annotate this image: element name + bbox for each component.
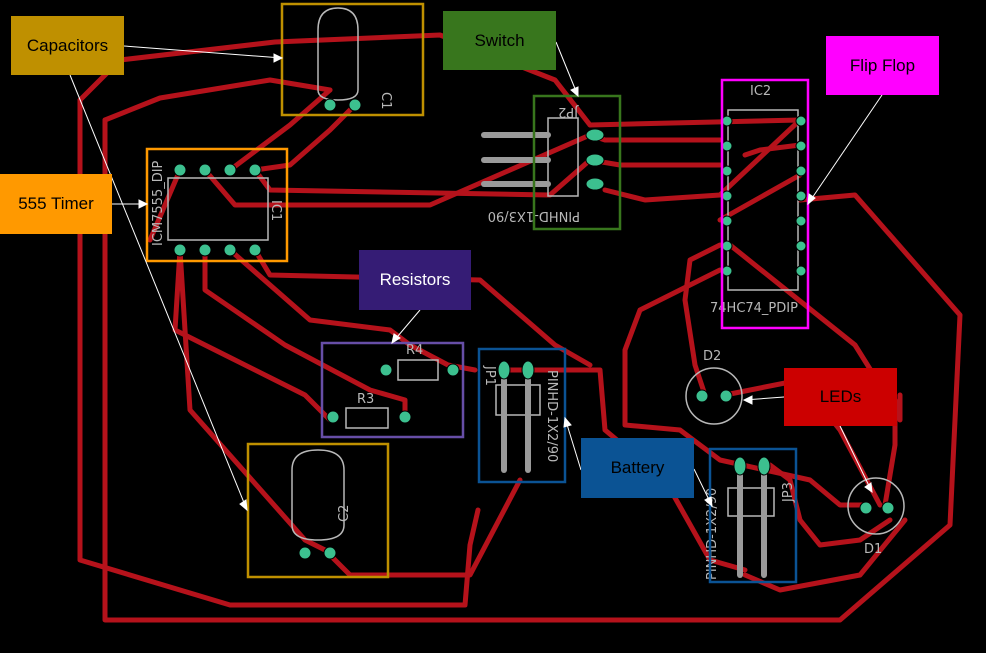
label-c2: C2 <box>337 505 352 522</box>
battery-jp3-box <box>708 447 798 584</box>
label-jp2: JP2 <box>558 104 579 119</box>
label-ic2-package: 74HC74_PDIP <box>710 301 798 316</box>
label-r4: R4 <box>406 343 423 358</box>
label-d2: D2 <box>703 349 721 364</box>
battery-jp1-box <box>477 347 567 484</box>
label-r3: R3 <box>357 392 374 407</box>
callout-arrows <box>69 41 883 512</box>
label-jp1: JP1 <box>482 365 497 386</box>
label-c1: C1 <box>378 92 393 109</box>
capacitors-callout: Capacitors <box>11 16 124 75</box>
timer-callout: 555 Timer <box>0 174 112 234</box>
label-ic2: IC2 <box>750 84 771 99</box>
label-d1: D1 <box>864 542 882 557</box>
capacitor-c2-box <box>246 442 390 579</box>
capacitor-c1-box <box>280 2 425 117</box>
resistors-callout: Resistors <box>359 250 471 310</box>
label-jp3: JP3 <box>781 482 796 503</box>
highlight-boxes <box>145 2 810 584</box>
label-jp1-package: PINHD-1X2/90 <box>544 370 559 462</box>
flip-flop-box <box>720 78 810 330</box>
switch-box <box>532 94 622 231</box>
pads <box>173 98 895 560</box>
battery-callout: Battery <box>581 438 694 498</box>
flip-flop-callout: Flip Flop <box>826 36 939 95</box>
timer-box <box>145 147 289 263</box>
header-pins <box>481 132 767 578</box>
resistors-box <box>320 341 465 439</box>
switch-callout: Switch <box>443 11 556 70</box>
label-ic1: IC1 <box>268 200 283 221</box>
leds-callout: LEDs <box>784 368 897 426</box>
label-ic1-package: ICM7555_DIP <box>151 160 166 246</box>
copper-traces <box>77 32 963 623</box>
